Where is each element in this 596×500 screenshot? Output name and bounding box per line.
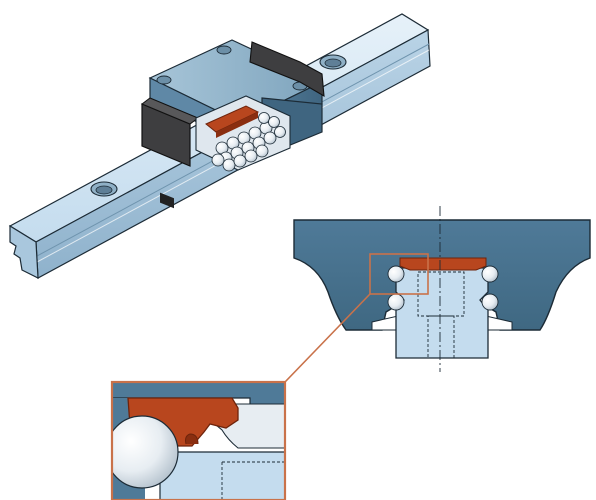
detail-seal-lip xyxy=(185,433,199,445)
ball-row xyxy=(211,144,269,172)
end-cap xyxy=(141,97,199,209)
section-detail-frame xyxy=(369,253,429,295)
rail-mounting-hole xyxy=(90,181,118,197)
end-cap-slot xyxy=(160,192,174,209)
detail-zoom xyxy=(110,380,287,500)
end-cap-back xyxy=(249,41,325,98)
cross-section xyxy=(293,206,591,372)
carriage-cutaway xyxy=(195,95,291,172)
rail-mounting-hole xyxy=(319,54,347,70)
ball-row xyxy=(258,112,286,138)
carriage-bolt-hole xyxy=(156,75,172,85)
section-ball xyxy=(387,293,405,311)
section-bolt-hidden xyxy=(427,315,455,359)
detail-rail xyxy=(159,451,285,500)
section-ball xyxy=(481,293,499,311)
section-rail xyxy=(395,267,489,359)
leader-line xyxy=(284,293,371,383)
isometric-assembly xyxy=(8,13,431,279)
seal-strip-shadow xyxy=(216,112,258,138)
carriage-bolt-hole xyxy=(216,45,232,55)
end-cap xyxy=(249,41,325,98)
detail-ball xyxy=(112,415,179,489)
section-seal xyxy=(399,257,487,271)
section-ball xyxy=(481,265,499,283)
detail-frame xyxy=(110,380,287,500)
rail-end-profile xyxy=(9,224,39,279)
section-ball xyxy=(387,265,405,283)
